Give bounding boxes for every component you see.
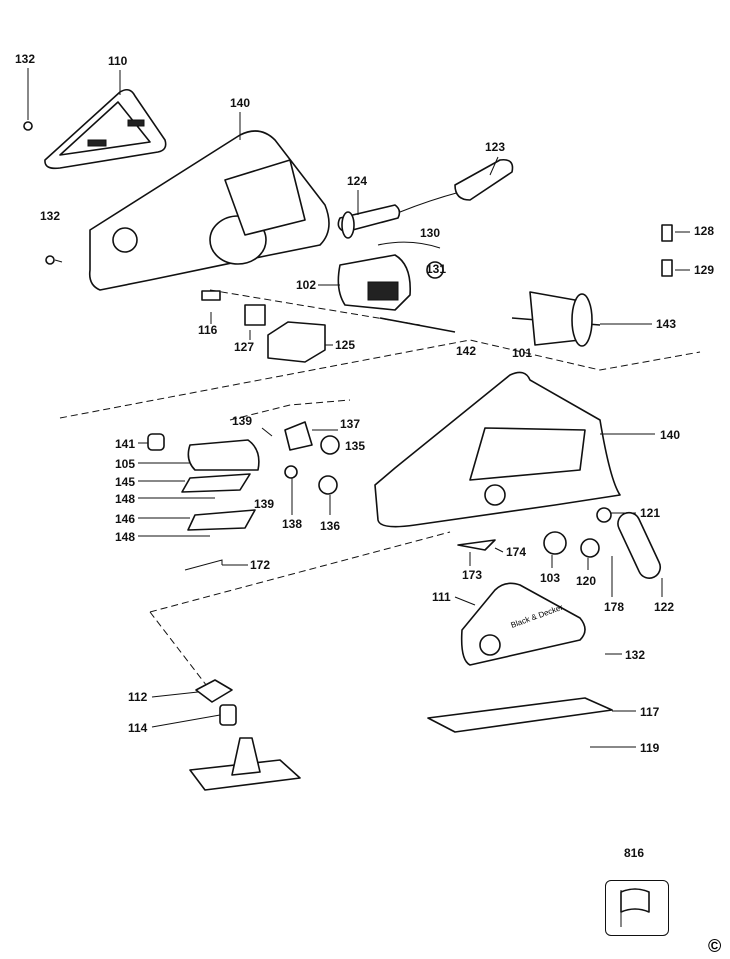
part-label-132: 132 [40,209,61,223]
part-label-110: 110 [108,54,128,68]
part-depth-base [189,737,301,791]
part-label-139: 139 [254,497,275,511]
part-label-136: 136 [320,519,341,533]
part-label-125: 125 [335,338,356,352]
part-label-105: 105 [115,457,136,471]
part-label-111: 111 [432,590,451,604]
part-125-switch [267,321,326,363]
page-reference-box [605,880,669,936]
part-label-135: 135 [345,439,366,453]
part-label-132: 132 [15,52,36,66]
part-135-bearing [320,435,340,455]
part-124-handle [337,204,401,239]
part-127-capacitor [244,304,266,326]
part-label-132: 132 [625,648,646,662]
part-141-bearing [147,433,165,451]
leader-line [261,427,273,437]
part-label-101: 101 [512,346,533,360]
part-146-plate [187,509,256,531]
part-label-146: 146 [115,512,136,526]
part-label-102: 102 [296,278,317,292]
part-110-cover [44,88,167,170]
leader-line [151,714,221,728]
part-140-upper-housing [88,130,330,291]
part-label-178: 178 [604,600,625,614]
part-121-gear [596,507,612,523]
part-label-138: 138 [282,517,303,531]
part-label-140: 140 [230,96,251,110]
assembly-line [149,289,451,691]
part-label-148: 148 [115,530,136,544]
part-105-blade-drum [187,439,260,471]
part-137-bracket [284,421,313,451]
assembly-line [59,339,701,419]
part-136-bearing [318,475,338,495]
part-label-127: 127 [234,340,255,354]
part-label-143: 143 [656,317,677,331]
part-label-123: 123 [485,140,506,154]
part-label-140: 140 [660,428,681,442]
part-label-131: 131 [426,262,447,276]
part-101-armature [511,291,601,347]
leader-lines [27,68,690,748]
part-label-114: 114 [128,721,148,735]
part-174 [457,539,496,551]
flag-icon [620,888,650,927]
part-label-129: 129 [694,263,715,277]
part-label-103: 103 [540,571,561,585]
part-138-washer [284,465,298,479]
part-label-120: 120 [576,574,597,588]
part-label-130: 130 [420,226,441,240]
part-129-brush-holder [661,259,673,277]
part-112-knob [195,679,233,703]
part-label-124: 124 [347,174,368,188]
part-128-brush [661,224,673,242]
part-111-belt-cover: Black & Decker [460,582,586,666]
part-label-137: 137 [340,417,361,431]
part-123-power-cord [399,158,514,213]
part-label-142: 142 [456,344,477,358]
part-103-gear [543,531,567,555]
page-ref-label: 816 [624,846,645,860]
part-116-clip [201,290,221,301]
part-142-screw [379,317,456,333]
part-label-172: 172 [250,558,271,572]
part-label-148: 148 [115,492,136,506]
part-label-174: 174 [506,545,527,559]
part-label-121: 121 [640,506,661,520]
part-114-adjuster [219,704,237,726]
part-label-173: 173 [462,568,483,582]
part-label-119: 119 [640,741,660,755]
part-131-bearing [426,261,444,279]
part-117-base-plate [427,697,613,733]
part-label-112: 112 [128,690,148,704]
part-label-122: 122 [654,600,675,614]
part-label-141: 141 [115,437,136,451]
part-130-wire [377,241,441,249]
part-label-128: 128 [694,224,715,238]
part-102-stator [337,254,412,311]
screw-icon [23,121,55,265]
leader-line [489,156,499,176]
leader-line [151,691,199,698]
leader-line [454,596,476,606]
leader-line [494,547,504,553]
part-122-belt [617,511,662,579]
part-label-145: 145 [115,475,136,489]
part-label-116: 116 [198,323,218,337]
part-label-117: 117 [640,705,660,719]
part-172-hex-key [184,559,223,571]
part-120-pulley [580,538,600,558]
leader-line [54,259,63,263]
part-145-blade [181,473,251,493]
part-label-139: 139 [232,414,253,428]
part-140-lower-housing [374,371,621,528]
copyright-symbol: © [708,936,722,956]
